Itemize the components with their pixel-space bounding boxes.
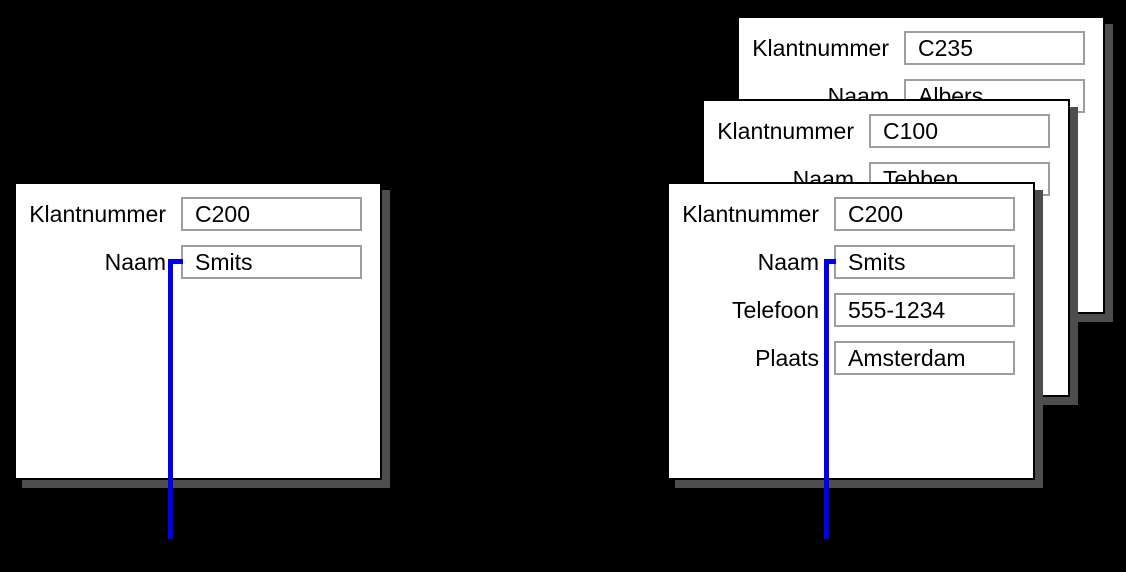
klantnummer-label: Klantnummer bbox=[717, 118, 854, 144]
klantnummer-input[interactable]: C200 bbox=[181, 197, 362, 231]
naam-input[interactable]: Smits bbox=[181, 245, 362, 279]
telefoon-label: Telefoon bbox=[732, 297, 819, 323]
left-connector-line bbox=[168, 259, 173, 539]
form-row: Naam Smits bbox=[669, 245, 1033, 279]
right-connector-elbow bbox=[824, 259, 836, 264]
form-row: Naam Smits bbox=[16, 245, 380, 279]
klantnummer-input[interactable]: C200 bbox=[834, 197, 1015, 231]
klantnummer-label: Klantnummer bbox=[29, 201, 166, 227]
form-row: Plaats Amsterdam bbox=[669, 341, 1033, 375]
naam-input[interactable]: Smits bbox=[834, 245, 1015, 279]
klantnummer-input[interactable]: C235 bbox=[904, 31, 1085, 65]
klantnummer-label: Klantnummer bbox=[682, 201, 819, 227]
right-connector-line bbox=[824, 259, 829, 539]
form-row: Klantnummer C100 bbox=[704, 114, 1068, 148]
form-row: Klantnummer C200 bbox=[669, 197, 1033, 231]
naam-label: Naam bbox=[757, 249, 819, 275]
form-row: Klantnummer C235 bbox=[739, 31, 1103, 65]
klantnummer-input[interactable]: C100 bbox=[869, 114, 1050, 148]
plaats-input[interactable]: Amsterdam bbox=[834, 341, 1015, 375]
customer-card-front: Klantnummer C200 Naam Smits Telefoon 555… bbox=[667, 182, 1035, 480]
customer-card-left: Klantnummer C200 Naam Smits bbox=[14, 182, 382, 480]
form-row: Klantnummer C200 bbox=[16, 197, 380, 231]
left-connector-elbow bbox=[168, 259, 183, 264]
plaats-label: Plaats bbox=[755, 345, 819, 371]
naam-label: Naam bbox=[104, 249, 166, 275]
form-row: Telefoon 555-1234 bbox=[669, 293, 1033, 327]
telefoon-input[interactable]: 555-1234 bbox=[834, 293, 1015, 327]
klantnummer-label: Klantnummer bbox=[752, 35, 889, 61]
